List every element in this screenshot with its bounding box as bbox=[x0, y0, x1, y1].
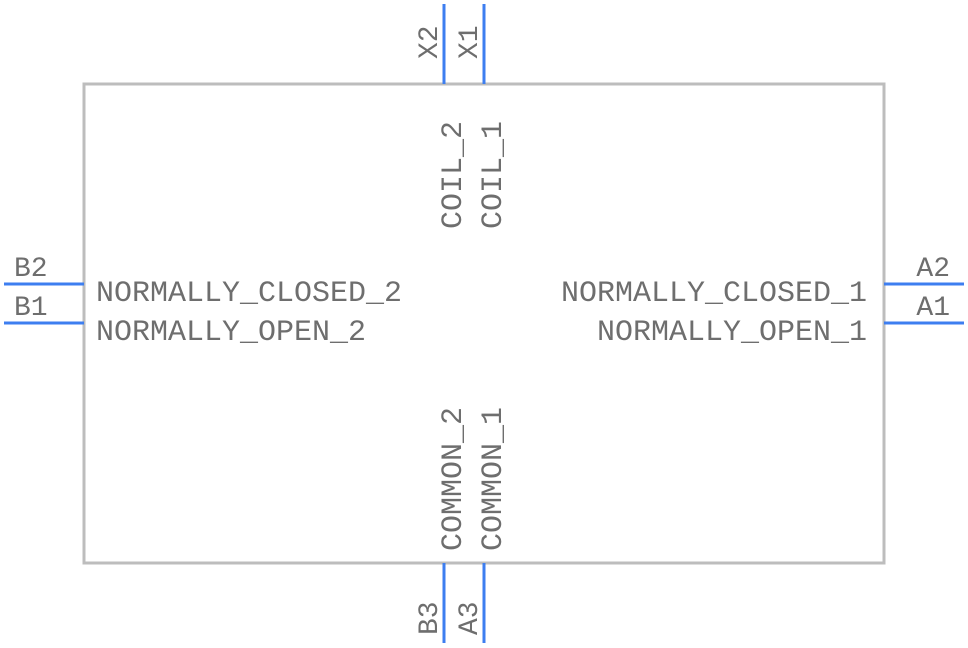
pin-name-normally-closed-1: NORMALLY_CLOSED_1 bbox=[561, 277, 867, 311]
pin-name-coil-2: COIL_2 bbox=[437, 121, 471, 229]
pin-name-coil-1: COIL_1 bbox=[477, 121, 511, 229]
pin-name-normally-open-1: NORMALLY_OPEN_1 bbox=[597, 316, 867, 350]
pin-number-b3: B3 bbox=[415, 601, 446, 635]
pin-number-a3: A3 bbox=[455, 601, 486, 635]
pin-number-a1: A1 bbox=[916, 293, 950, 324]
pin-number-x2: X2 bbox=[415, 25, 446, 59]
pin-number-x1: X1 bbox=[455, 25, 486, 59]
pin-name-common-2: COMMON_2 bbox=[437, 407, 471, 551]
pin-name-common-1: COMMON_1 bbox=[477, 407, 511, 551]
pin-number-a2: A2 bbox=[916, 254, 950, 285]
pin-name-normally-closed-2: NORMALLY_CLOSED_2 bbox=[96, 277, 402, 311]
pin-number-b2: B2 bbox=[14, 254, 48, 285]
pin-name-normally-open-2: NORMALLY_OPEN_2 bbox=[96, 316, 366, 350]
pin-number-b1: B1 bbox=[14, 293, 48, 324]
